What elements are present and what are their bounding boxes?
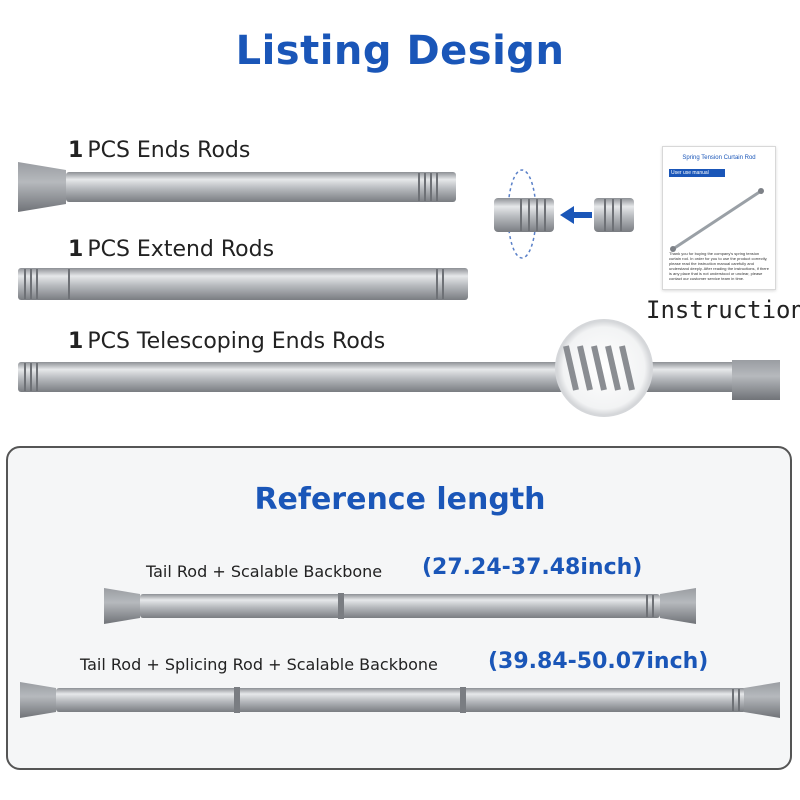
manual-title: Spring Tension Curtain Rod	[682, 155, 756, 161]
manual-subtitle: User use manual	[669, 169, 725, 177]
reference-range-1: (27.24-37.48inch)	[422, 555, 643, 580]
telescoping-rod	[18, 319, 780, 417]
reference-label-2: Tail Rod + Splicing Rod + Scalable Backb…	[80, 655, 438, 674]
manual-rod-illustration	[670, 188, 764, 252]
instruction-manual-image: Spring Tension Curtain Rod User use manu…	[662, 146, 776, 290]
reference-label-1: Tail Rod + Scalable Backbone	[146, 562, 383, 581]
arrow-left-icon	[560, 206, 592, 224]
connection-detail	[494, 160, 634, 268]
ends-rod	[18, 162, 456, 212]
rod-name: PCS Telescoping Ends Rods	[87, 329, 386, 354]
manual-body-text: Thank you for buying the company's sprin…	[669, 251, 769, 281]
page-title: Listing Design	[235, 28, 565, 74]
reference-rod-2	[20, 682, 780, 718]
reference-title: Reference length	[254, 482, 546, 517]
spring-magnifier	[555, 319, 653, 417]
extend-rod	[18, 268, 468, 300]
rod-count: 1	[68, 138, 84, 163]
rod-count: 1	[68, 237, 84, 262]
rod-name: PCS Ends Rods	[87, 138, 251, 163]
reference-rod-1	[104, 588, 696, 624]
spring-coil	[563, 345, 635, 391]
reference-range-2: (39.84-50.07inch)	[488, 649, 709, 674]
instruction-label: Instruction	[646, 296, 800, 324]
rod-name: PCS Extend Rods	[87, 237, 275, 262]
rod-count: 1	[68, 329, 84, 354]
